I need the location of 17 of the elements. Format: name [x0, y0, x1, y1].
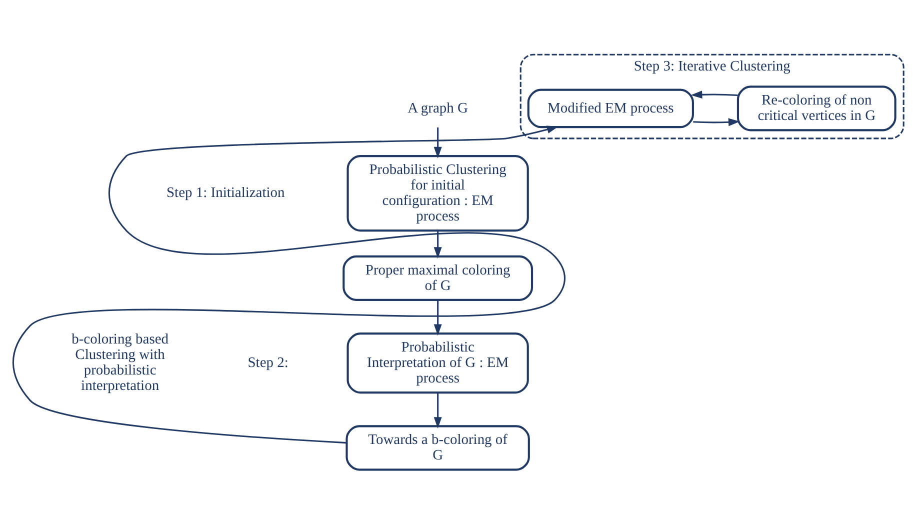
- node-box: Probabilistic Clustering for initial configuration : EM process: [346, 154, 528, 232]
- arrow: [433, 392, 442, 428]
- arrow: [433, 300, 442, 336]
- node-text: A graph G: [407, 100, 468, 116]
- arrow: [433, 230, 442, 258]
- node-box: Re-coloring of non critical vertices in G: [736, 85, 896, 131]
- node-box: Probabilistic Interpretation of G : EM process: [346, 332, 528, 394]
- arrow: [433, 126, 442, 158]
- arrow: [12, 125, 565, 444]
- label: b-coloring based Clustering with probabilistic interpretation: [71, 331, 168, 394]
- label: Step 1: Initialization: [166, 184, 284, 201]
- label: Step 2:: [247, 354, 288, 370]
- node-box: Proper maximal coloring of G: [342, 254, 533, 300]
- node-box: Modified EM process: [526, 88, 694, 128]
- arrow: [690, 90, 738, 98]
- arrow: [692, 118, 740, 126]
- node-box: Towards a b-coloring of G: [345, 424, 530, 470]
